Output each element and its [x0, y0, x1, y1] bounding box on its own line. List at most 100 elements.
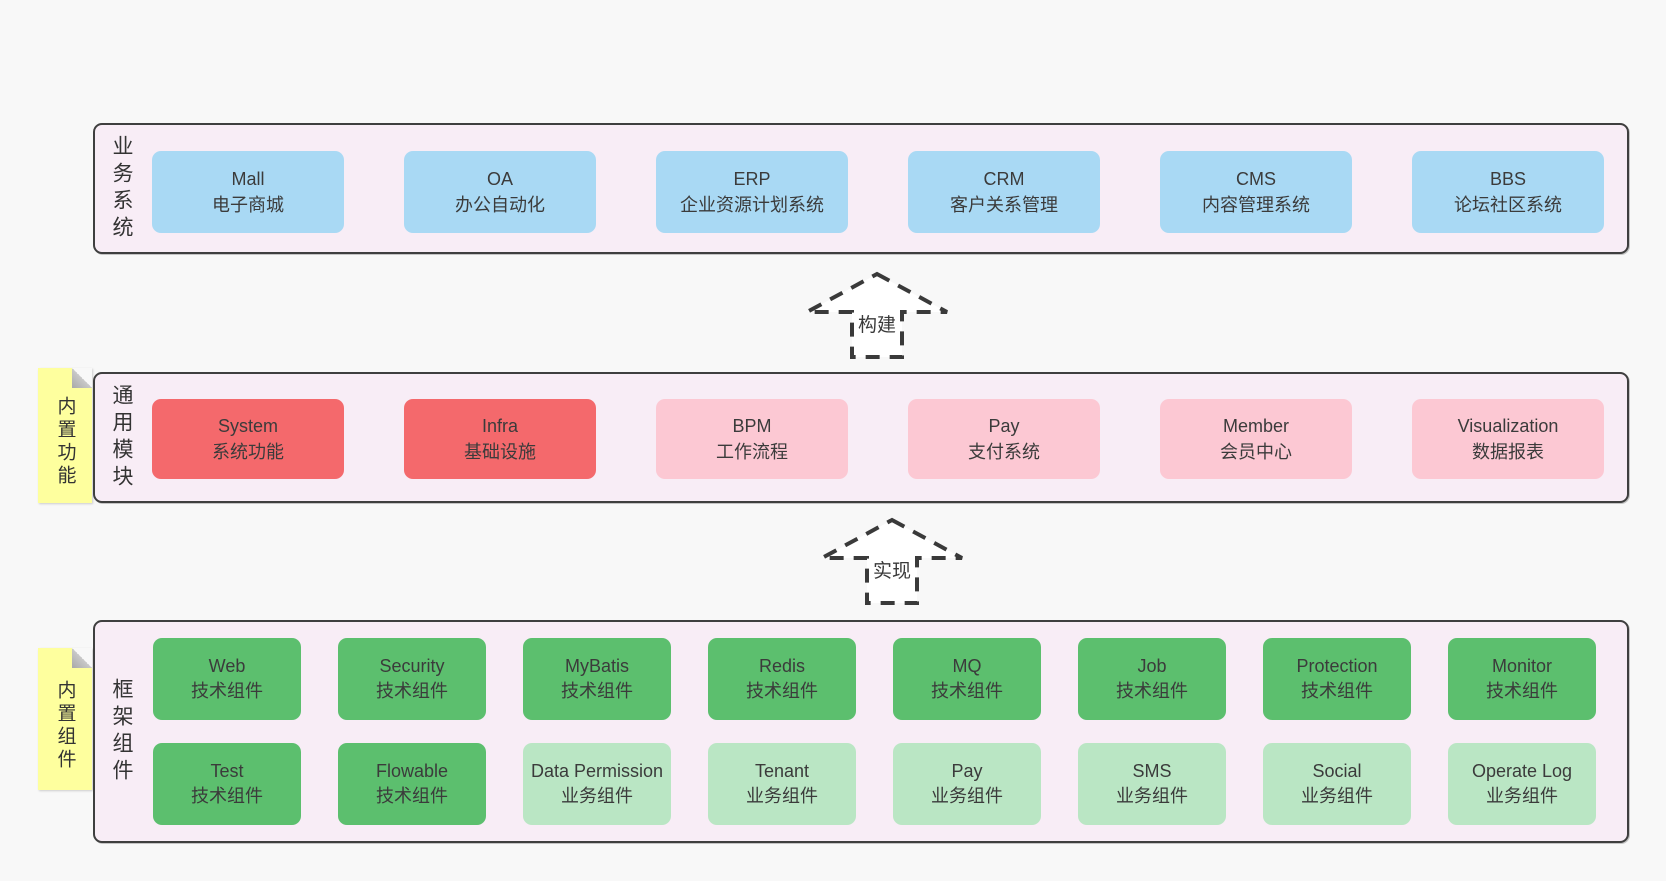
- sticky-note-label: 内置功能: [54, 396, 76, 489]
- node-title: CRM: [983, 169, 1025, 189]
- node-subtitle: 内容管理系统: [1202, 195, 1310, 215]
- node-title: Infra: [481, 416, 519, 436]
- sticky-note-built-in-features: 内置功能: [38, 368, 92, 503]
- node-monitor: Monitor 技术组件: [1448, 638, 1596, 720]
- node-social: Social 业务组件: [1263, 743, 1411, 825]
- node-mybatis: MyBatis 技术组件: [523, 638, 671, 720]
- node-flowable: Flowable 技术组件: [338, 743, 486, 825]
- arrow-label-implement: 实现: [869, 556, 915, 583]
- node-subtitle: 技术组件: [376, 681, 448, 701]
- node-title: Pay: [951, 761, 983, 781]
- node-subtitle: 客户关系管理: [950, 195, 1058, 215]
- node-sms: SMS 业务组件: [1078, 743, 1226, 825]
- framework-components-panel: 框架组件 Web 技术组件 Security 技术组件 MyBatis 技术组件…: [93, 620, 1629, 843]
- node-subtitle: 系统功能: [212, 442, 284, 462]
- node-title: ERP: [733, 169, 771, 189]
- node-title: OA: [486, 169, 513, 189]
- node-subtitle: 技术组件: [191, 681, 263, 701]
- panel-title-framework-components: 框架组件: [110, 677, 133, 786]
- node-protection: Protection 技术组件: [1263, 638, 1411, 720]
- node-subtitle: 论坛社区系统: [1454, 195, 1562, 215]
- folded-corner-icon: [72, 368, 92, 388]
- node-title: Redis: [758, 656, 806, 676]
- node-pay-biz: Pay 业务组件: [893, 743, 1041, 825]
- node-subtitle: 业务组件: [561, 786, 633, 806]
- node-subtitle: 支付系统: [968, 442, 1040, 462]
- node-title: MyBatis: [564, 656, 629, 676]
- node-subtitle: 办公自动化: [455, 195, 545, 215]
- node-title: MQ: [952, 656, 982, 676]
- node-title: Job: [1137, 656, 1167, 676]
- arrow-label-build: 构建: [854, 310, 900, 337]
- node-title: BBS: [1489, 169, 1527, 189]
- node-title: Visualization: [1457, 416, 1559, 436]
- node-title: System: [217, 416, 278, 436]
- node-infra: Infra 基础设施: [404, 399, 596, 479]
- node-subtitle: 技术组件: [746, 681, 818, 701]
- node-subtitle: 会员中心: [1220, 442, 1292, 462]
- node-crm: CRM 客户关系管理: [908, 151, 1100, 233]
- node-title: BPM: [732, 416, 772, 436]
- folded-corner-icon: [72, 648, 92, 668]
- node-subtitle: 业务组件: [1486, 786, 1558, 806]
- business-systems-row: Mall 电子商城 OA 办公自动化 ERP 企业资源计划系统 CRM 客户关系…: [152, 151, 1604, 233]
- node-subtitle: 技术组件: [931, 681, 1003, 701]
- node-subtitle: 业务组件: [1301, 786, 1373, 806]
- node-bpm: BPM 工作流程: [656, 399, 848, 479]
- node-tenant: Tenant 业务组件: [708, 743, 856, 825]
- node-job: Job 技术组件: [1078, 638, 1226, 720]
- node-subtitle: 技术组件: [191, 786, 263, 806]
- node-subtitle: 电子商城: [212, 195, 284, 215]
- build-arrow: 构建: [802, 270, 952, 365]
- node-redis: Redis 技术组件: [708, 638, 856, 720]
- node-title: Mall: [231, 169, 265, 189]
- node-title: Flowable: [375, 761, 449, 781]
- node-title: Monitor: [1491, 656, 1553, 676]
- node-subtitle: 业务组件: [1116, 786, 1188, 806]
- node-title: Pay: [988, 416, 1020, 436]
- node-bbs: BBS 论坛社区系统: [1412, 151, 1604, 233]
- node-title: Test: [210, 761, 244, 781]
- node-data-permission: Data Permission 业务组件: [523, 743, 671, 825]
- node-subtitle: 基础设施: [464, 442, 536, 462]
- common-modules-panel: 通用模块 System 系统功能 Infra 基础设施 BPM 工作流程 Pay…: [93, 372, 1629, 503]
- node-operate-log: Operate Log 业务组件: [1448, 743, 1596, 825]
- node-mq: MQ 技术组件: [893, 638, 1041, 720]
- node-title: Social: [1312, 761, 1362, 781]
- common-modules-row: System 系统功能 Infra 基础设施 BPM 工作流程 Pay 支付系统…: [152, 399, 1604, 479]
- node-subtitle: 数据报表: [1472, 442, 1544, 462]
- business-systems-panel: 业务系统 Mall 电子商城 OA 办公自动化 ERP 企业资源计划系统 CRM…: [93, 123, 1629, 254]
- node-title: Tenant: [754, 761, 810, 781]
- node-title: Operate Log: [1471, 761, 1573, 781]
- framework-components-row-1: Web 技术组件 Security 技术组件 MyBatis 技术组件 Redi…: [153, 638, 1596, 720]
- node-title: Protection: [1296, 656, 1378, 676]
- node-subtitle: 技术组件: [1116, 681, 1188, 701]
- node-cms: CMS 内容管理系统: [1160, 151, 1352, 233]
- node-system: System 系统功能: [152, 399, 344, 479]
- node-subtitle: 企业资源计划系统: [680, 195, 824, 215]
- sticky-note-built-in-components: 内置组件: [38, 648, 92, 790]
- node-subtitle: 技术组件: [561, 681, 633, 701]
- node-subtitle: 业务组件: [746, 786, 818, 806]
- node-title: Member: [1222, 416, 1289, 436]
- node-oa: OA 办公自动化: [404, 151, 596, 233]
- panel-title-common-modules: 通用模块: [110, 383, 133, 492]
- node-web: Web 技术组件: [153, 638, 301, 720]
- node-security: Security 技术组件: [338, 638, 486, 720]
- node-subtitle: 技术组件: [1301, 681, 1373, 701]
- node-pay: Pay 支付系统: [908, 399, 1100, 479]
- node-subtitle: 技术组件: [1486, 681, 1558, 701]
- node-mall: Mall 电子商城: [152, 151, 344, 233]
- sticky-note-label: 内置组件: [54, 680, 76, 773]
- node-member: Member 会员中心: [1160, 399, 1352, 479]
- node-title: Data Permission: [530, 761, 664, 781]
- node-subtitle: 工作流程: [716, 442, 788, 462]
- node-title: Web: [208, 656, 246, 676]
- node-visualization: Visualization 数据报表: [1412, 399, 1604, 479]
- node-subtitle: 业务组件: [931, 786, 1003, 806]
- node-title: Security: [379, 656, 445, 676]
- node-subtitle: 技术组件: [376, 786, 448, 806]
- node-erp: ERP 企业资源计划系统: [656, 151, 848, 233]
- node-title: SMS: [1132, 761, 1172, 781]
